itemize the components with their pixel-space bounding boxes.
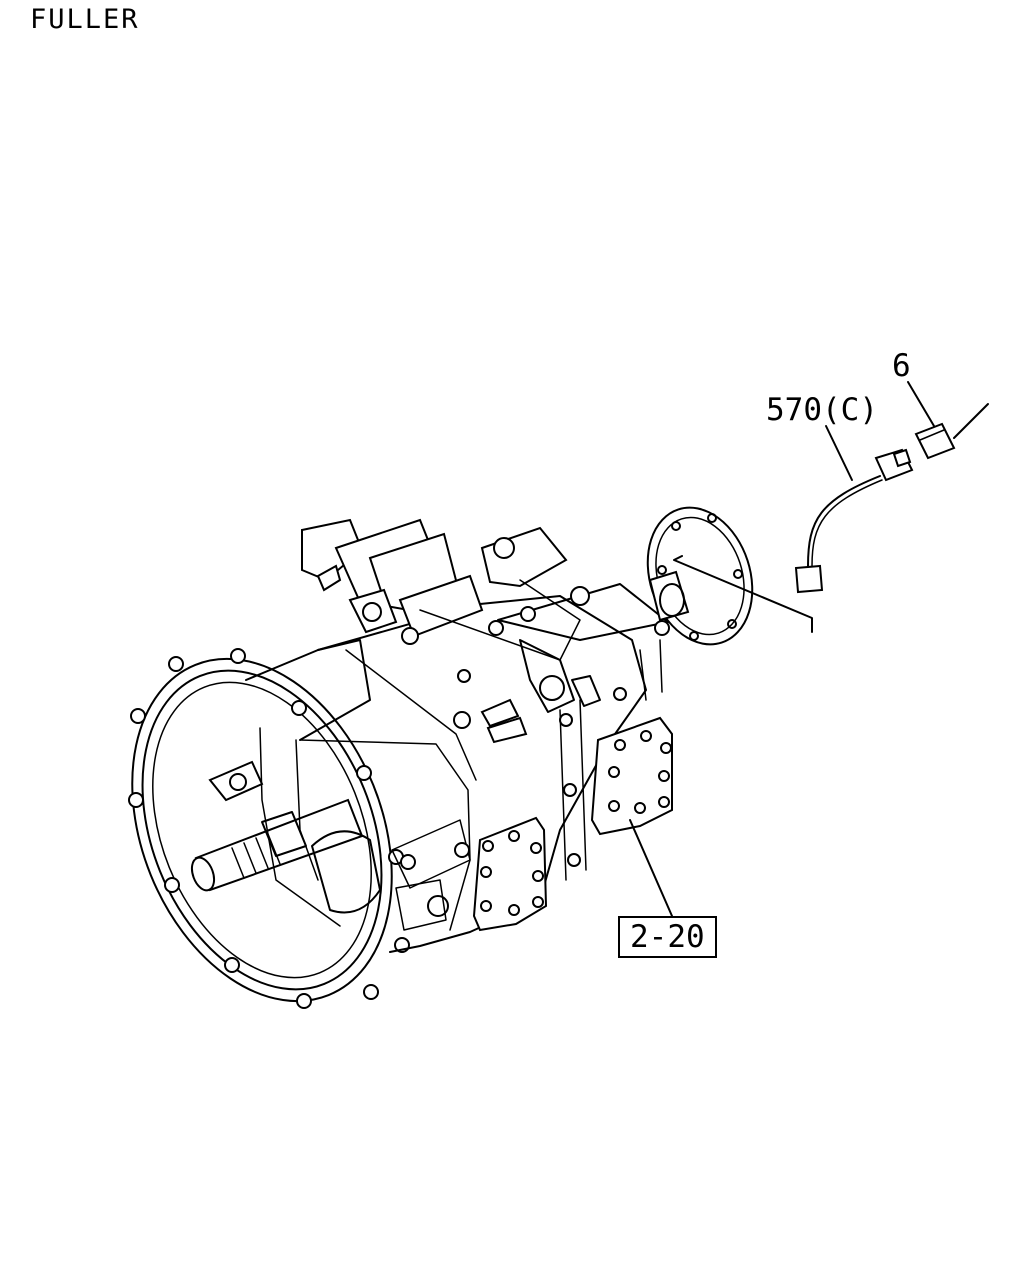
- callout-part-6: 6: [892, 348, 911, 384]
- input-shaft: [190, 760, 364, 892]
- case-ribs: [559, 639, 663, 881]
- speed-sensor-harness: [794, 448, 914, 594]
- diagram-title: FULLER: [30, 4, 140, 35]
- shift-housing: [301, 518, 670, 744]
- side-cover-plate-front: [472, 816, 548, 932]
- callout-part-570c: 570(C): [766, 392, 878, 428]
- bell-housing: [128, 648, 410, 1009]
- leader-lines: [629, 381, 935, 917]
- callout-ref-2-20[interactable]: 2-20: [618, 916, 717, 958]
- side-cover-plate-rear: [590, 716, 673, 836]
- output-flange: [646, 506, 754, 646]
- main-case: [245, 595, 647, 953]
- connector-part-6: [914, 403, 989, 460]
